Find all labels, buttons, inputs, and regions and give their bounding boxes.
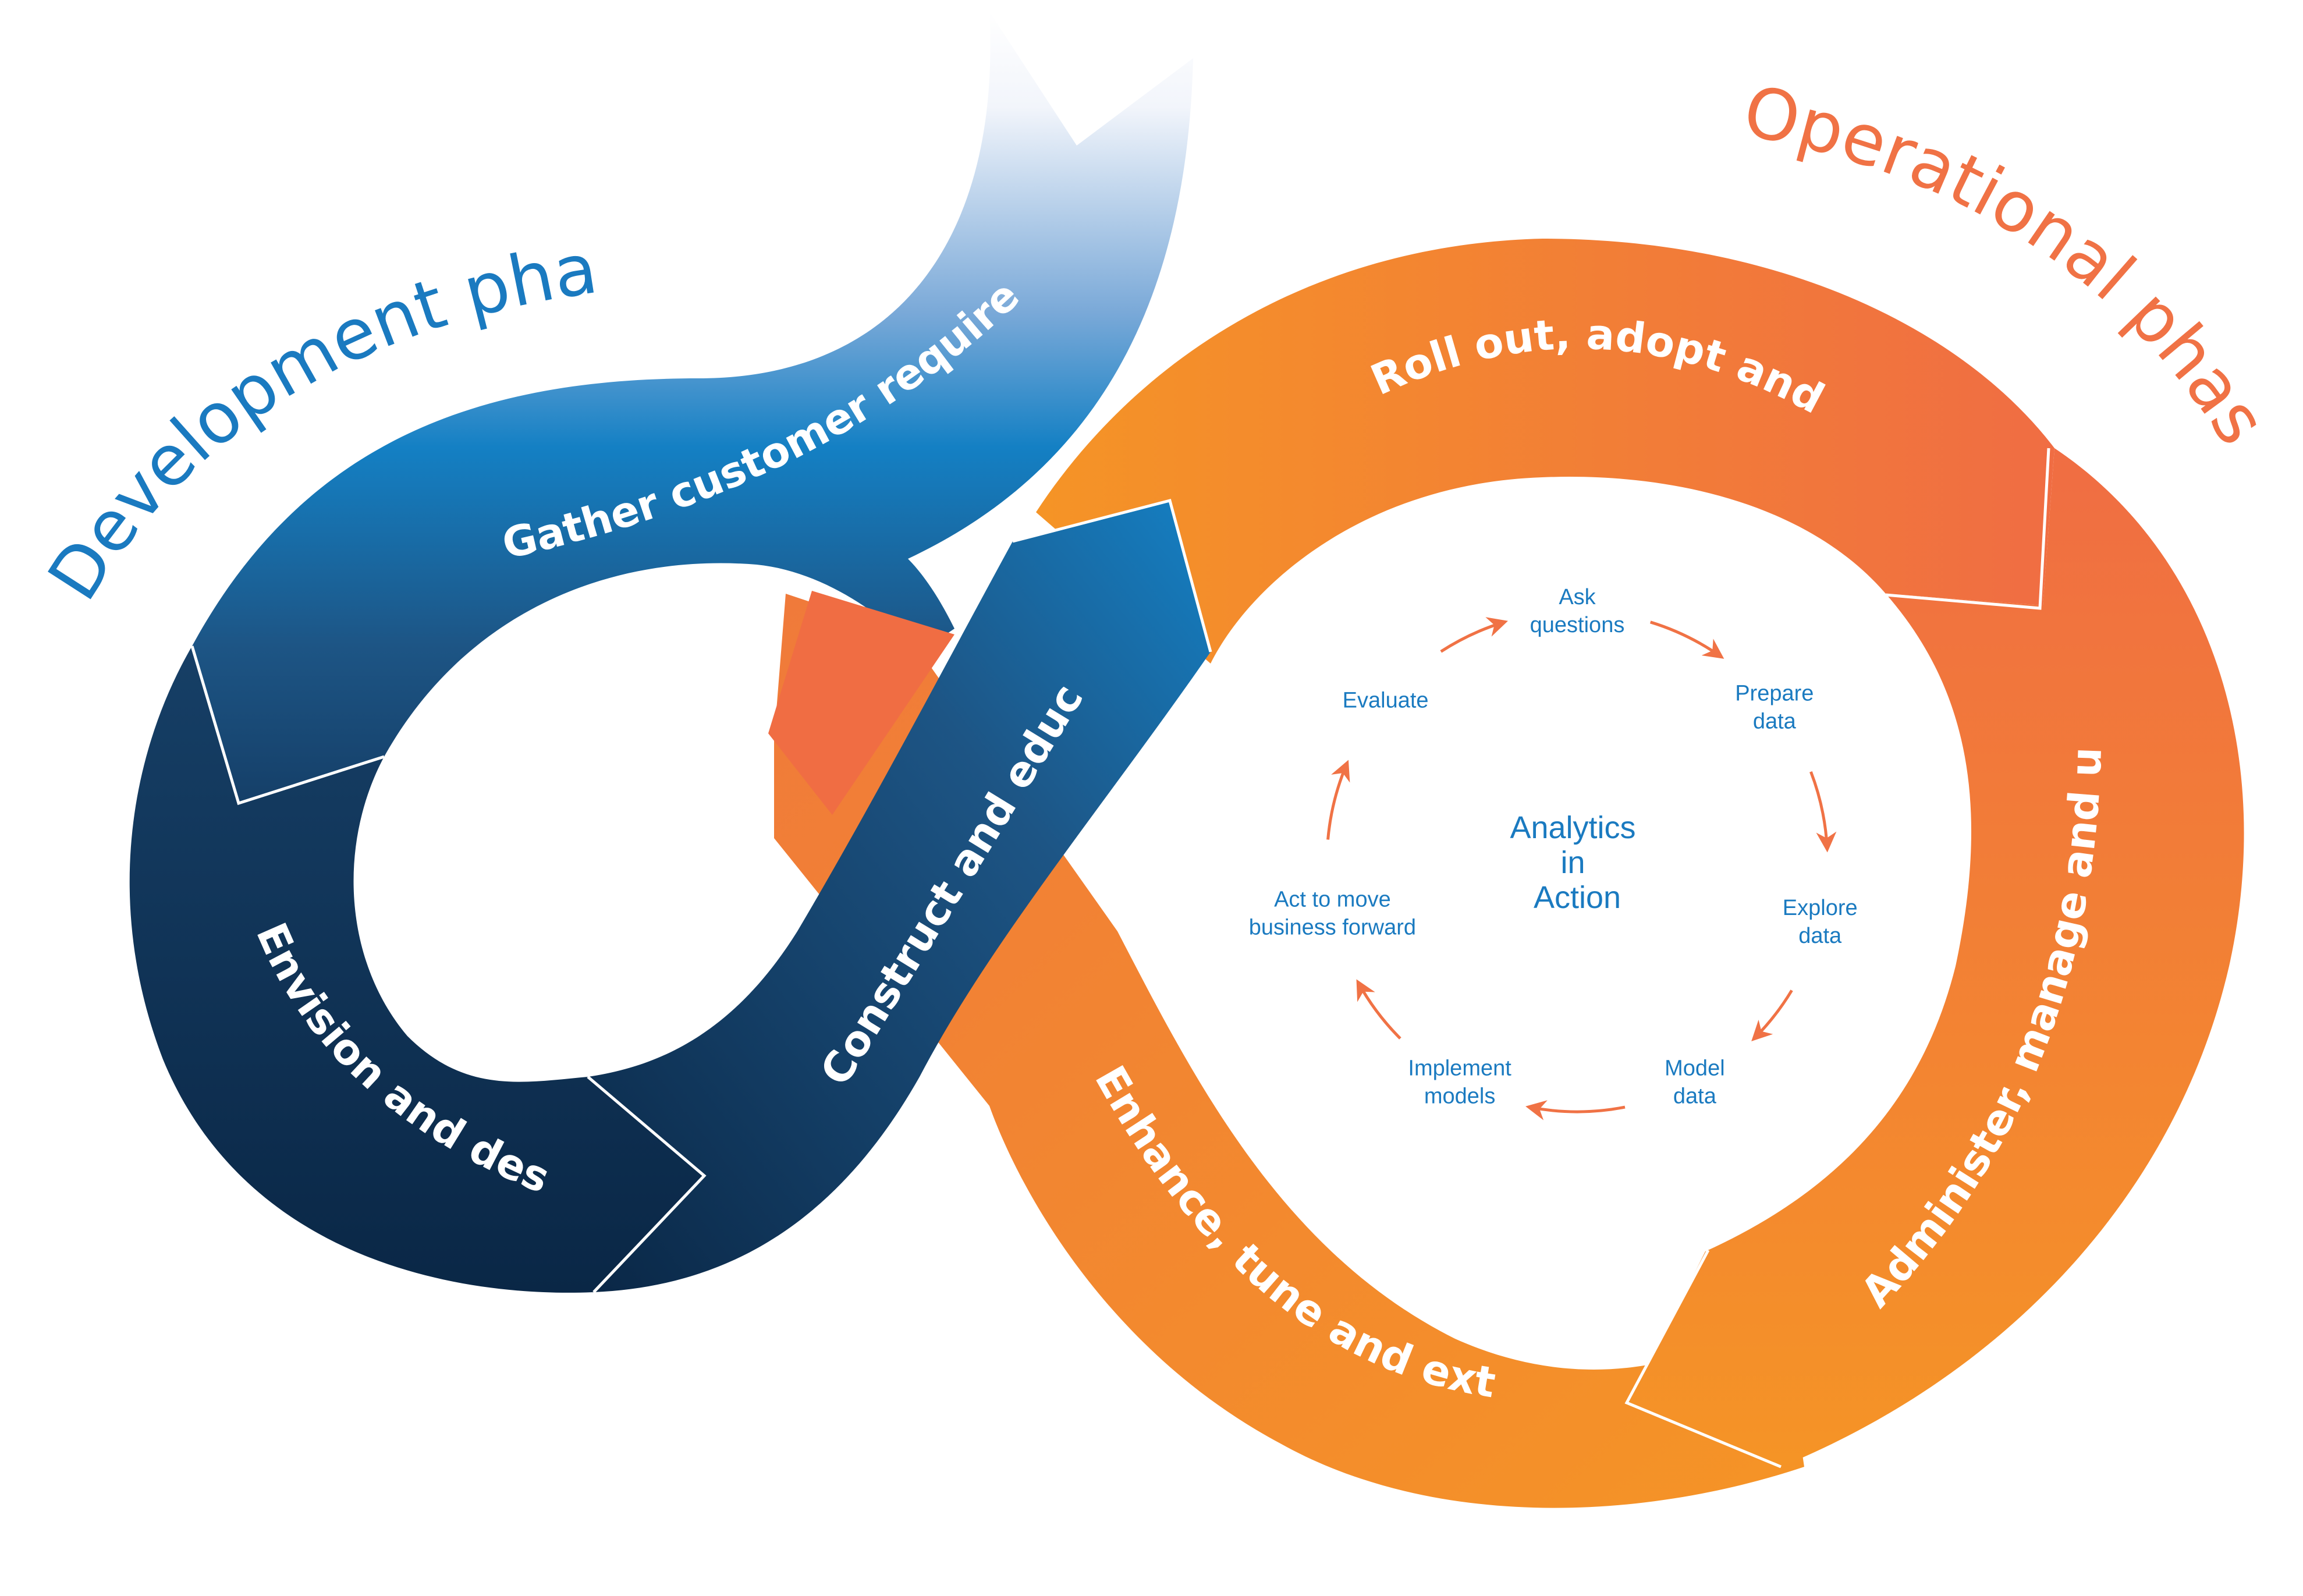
cycle-step-label: Explore data <box>1783 896 1858 948</box>
cycle-step-line: data <box>1798 924 1842 948</box>
cycle-arrow <box>1809 771 1837 853</box>
center-line: Action <box>1534 880 1621 915</box>
cycle-arrow <box>1356 979 1401 1040</box>
seam-gather-envision <box>190 646 385 806</box>
cycle-step-line: Act to move <box>1274 887 1391 912</box>
band-envision <box>129 646 705 1293</box>
cycle-step-label: Evaluate <box>1343 689 1429 713</box>
cycle-step-line: Implement <box>1408 1056 1511 1081</box>
cycle-step-line: models <box>1424 1084 1496 1109</box>
cycle-step-label: Act to move business forward <box>1249 887 1416 939</box>
cycle-arrow <box>1525 1100 1626 1120</box>
seam-construct-tip <box>1012 498 1212 652</box>
band-rollout <box>1036 239 2054 664</box>
cycle-step-line: data <box>1753 709 1797 733</box>
cycle-step-line: Prepare <box>1735 681 1814 705</box>
band-orange-wedge <box>768 591 954 815</box>
seam-rollout-administer <box>1885 448 2050 610</box>
cycle-step-line: Ask <box>1559 585 1596 609</box>
center-line: in <box>1560 845 1585 880</box>
cycle-arrow <box>1326 760 1350 840</box>
center-line: Analytics <box>1510 810 1635 845</box>
cycle-step-line: business forward <box>1249 915 1416 939</box>
cycle-step-line: data <box>1673 1084 1717 1109</box>
cycle-step-line: Explore <box>1783 896 1858 920</box>
band-construct <box>588 501 1211 1292</box>
cycle-step-line: questions <box>1530 613 1625 637</box>
analytics-center-title: Analytics in Action <box>1510 810 1644 915</box>
band-gather <box>192 12 1193 803</box>
cycle-step-line: Model <box>1665 1056 1725 1081</box>
cycle-step-line: Evaluate <box>1343 689 1429 713</box>
development-loop <box>129 12 1212 1293</box>
band-administer <box>1630 448 2244 1467</box>
cycle-step-label: Prepare data <box>1735 681 1814 733</box>
seam-administer-enhance <box>1624 1249 1782 1469</box>
cycle-step-label: Ask questions <box>1530 585 1625 637</box>
seam-envision-construct <box>587 1076 707 1293</box>
cycle-arrow <box>1440 617 1508 653</box>
cycle-step-label: Implement models <box>1408 1056 1511 1109</box>
cycle-arrow <box>1751 989 1793 1042</box>
cycle-arrow <box>1649 620 1724 659</box>
cycle-step-label: Model data <box>1665 1056 1725 1109</box>
